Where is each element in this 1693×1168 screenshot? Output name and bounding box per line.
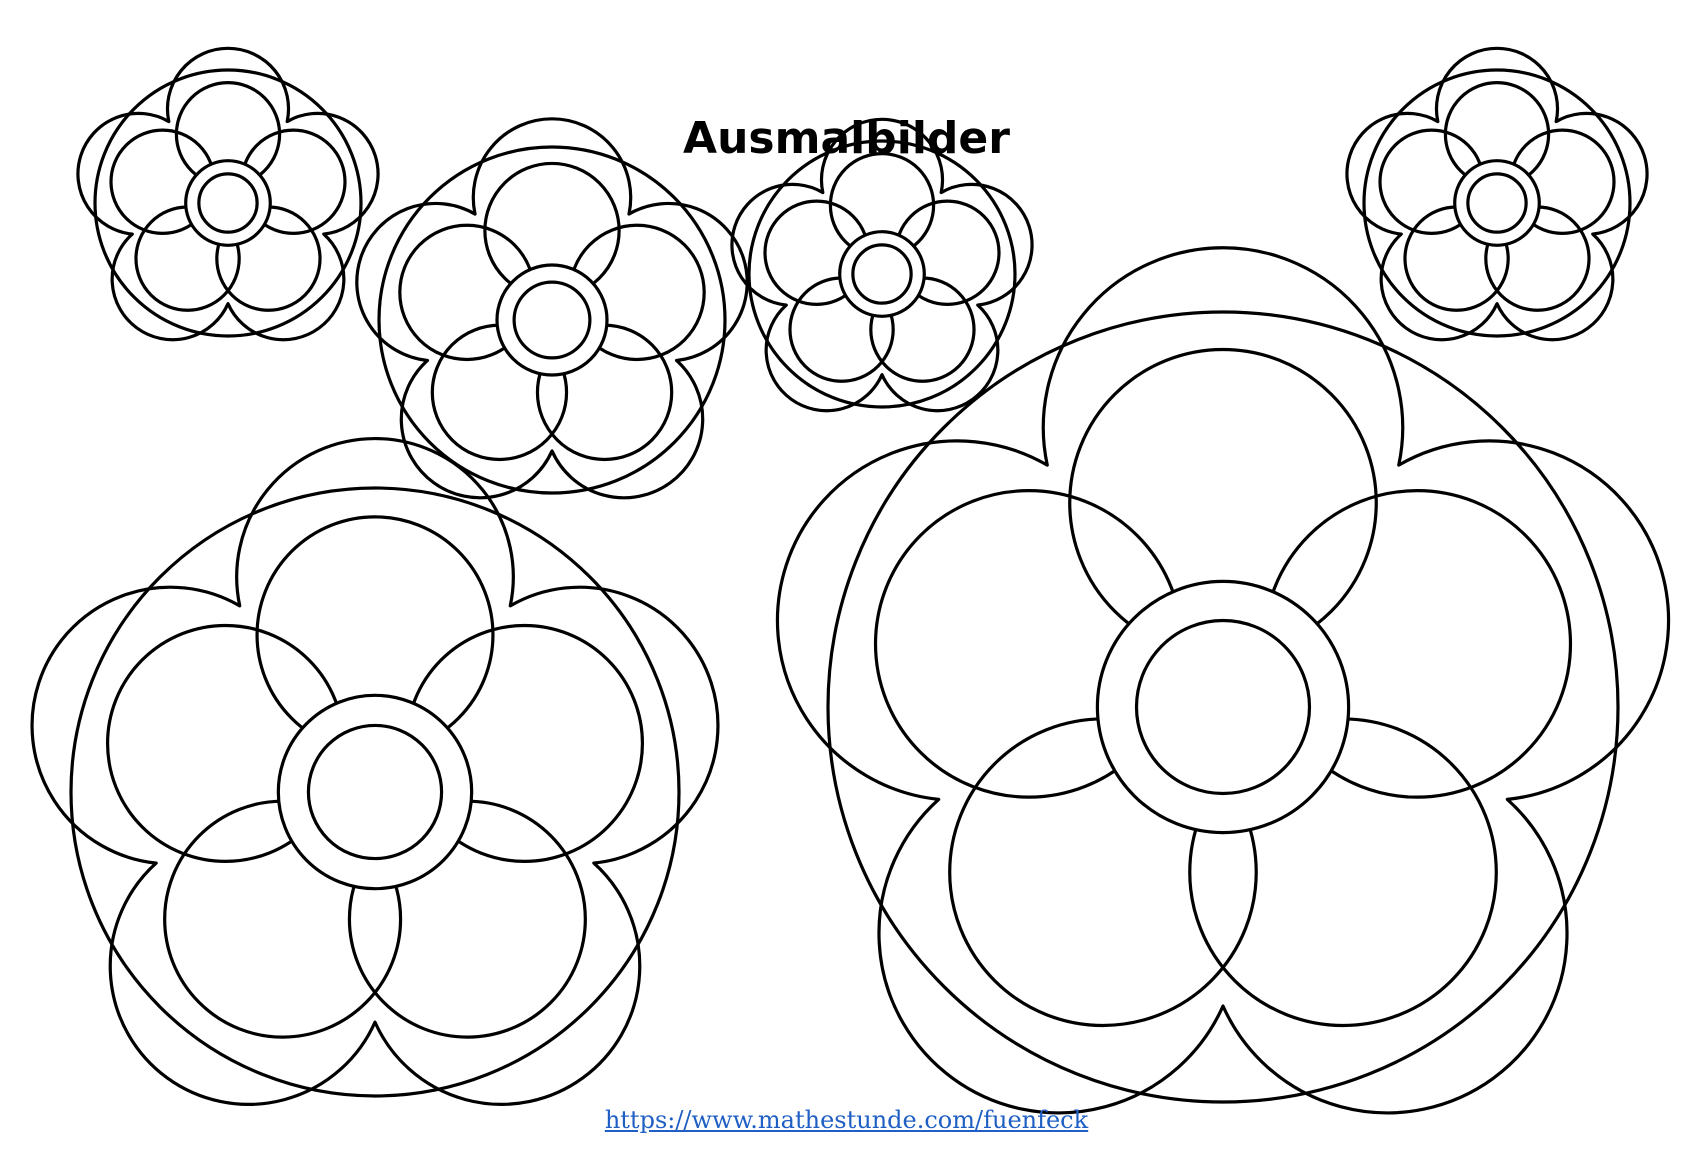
flower-small-top-right <box>1345 46 1649 342</box>
outer-circle <box>93 68 363 338</box>
center-ring-inner <box>1134 618 1312 796</box>
source-link-line: https://www.mathestunde.com/fuenfeck <box>0 1104 1693 1136</box>
flower-xlarge-bottom-right <box>775 246 1671 1115</box>
outer-circle <box>826 310 1620 1104</box>
source-link[interactable]: https://www.mathestunde.com/fuenfeck <box>604 1106 1089 1134</box>
center-ring-inner <box>851 243 913 305</box>
petal-outline <box>76 46 380 342</box>
center-ring-inner <box>1466 172 1528 234</box>
flower-small-top-left <box>76 46 380 342</box>
petal-outline <box>730 117 1034 413</box>
petal-outline <box>30 437 720 1106</box>
center-ring-inner <box>306 723 444 861</box>
flowers-layer <box>30 46 1671 1115</box>
outer-circle <box>377 145 727 495</box>
outer-circle <box>747 139 1017 409</box>
center-ring-inner <box>512 280 592 360</box>
flower-small-top-center <box>730 117 1034 413</box>
outer-circle <box>69 486 681 1098</box>
center-ring-inner <box>197 172 259 234</box>
flower-large-bottom-left <box>30 437 720 1106</box>
petal-outline <box>355 117 749 500</box>
petal-outline <box>775 246 1671 1115</box>
flower-medium-top <box>355 117 749 500</box>
petal-outline <box>1345 46 1649 342</box>
outer-circle <box>1362 68 1632 338</box>
